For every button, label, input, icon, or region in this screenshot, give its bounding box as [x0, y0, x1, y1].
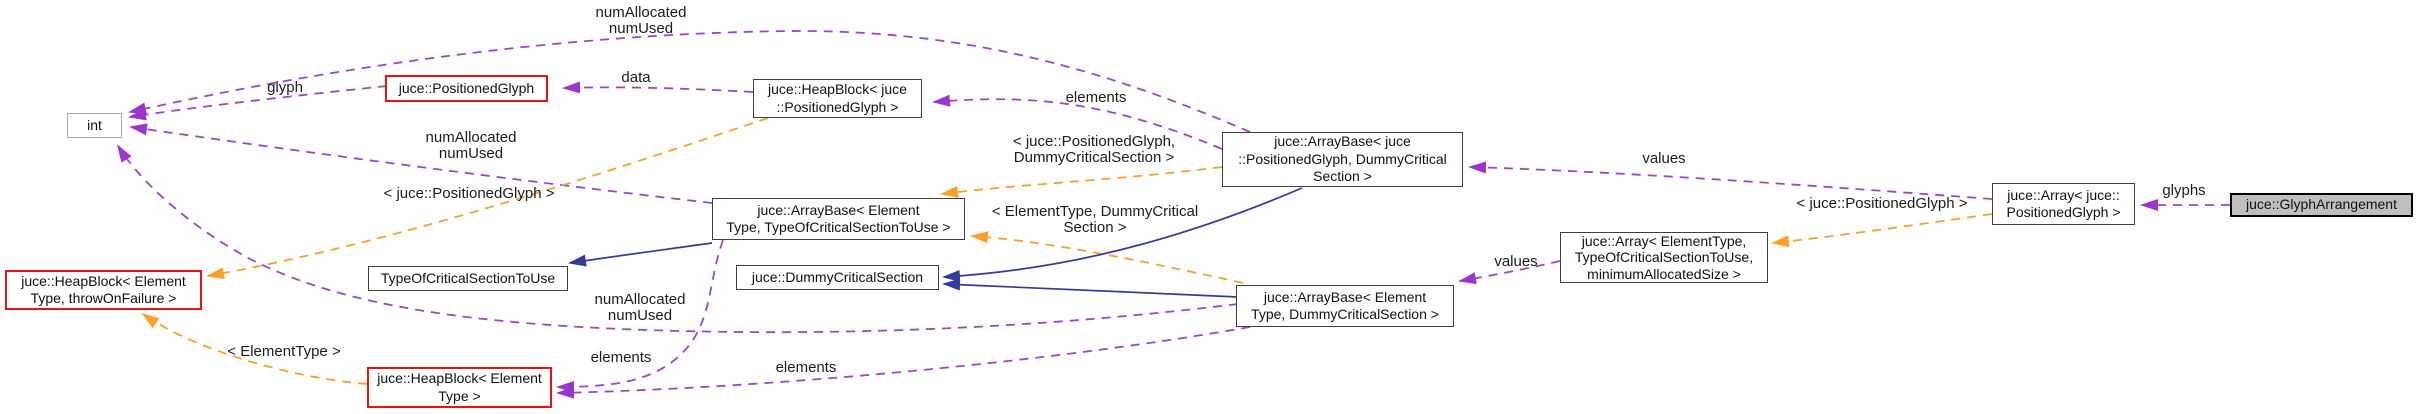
edge-label-numallocated-top: numAllocated numUsed	[595, 4, 687, 37]
node-heapblock-et-throw[interactable]: juce::HeapBlock< Element Type, throwOnFa…	[5, 270, 202, 310]
edge-template-heapblock-et	[141, 312, 368, 385]
edge-numallocated-left	[129, 123, 713, 204]
node-arraybase-pg-dummy[interactable]: juce::ArrayBase< juce ::PositionedGlyph,…	[1222, 132, 1463, 187]
edge-template-array	[1771, 213, 1993, 248]
edge-label-template-et-dummy: < ElementType, DummyCritical Section >	[991, 203, 1199, 236]
node-type-of-critical-section-to-use[interactable]: TypeOfCriticalSectionToUse	[368, 266, 568, 291]
edge-label-elements-left: elements	[590, 349, 652, 366]
edge-values-top	[1468, 161, 1993, 200]
edge-label-glyph: glyph	[267, 79, 303, 96]
node-glyph-arrangement: juce::GlyphArrangement	[2230, 193, 2413, 217]
edge-label-numallocated-bottom: numAllocated numUsed	[594, 291, 686, 324]
node-dummy-critical-section[interactable]: juce::DummyCriticalSection	[736, 265, 939, 290]
edge-label-numallocated-left: numAllocated numUsed	[425, 129, 517, 162]
edge-label-elements-right: elements	[775, 359, 837, 376]
edge-inherit-tocs	[568, 242, 713, 267]
edge-label-values-bottom: values	[1494, 253, 1538, 270]
edge-label-values-top: values	[1642, 150, 1686, 167]
edge-label-elements-top: elements	[1065, 89, 1127, 106]
edge-label-template-pg-right: < juce::PositionedGlyph >	[1796, 195, 1968, 212]
edge-elements-top	[932, 94, 1223, 150]
edge-elements-left	[556, 239, 724, 393]
node-positioned-glyph[interactable]: juce::PositionedGlyph	[385, 75, 548, 102]
edge-elements-right	[556, 326, 1251, 399]
node-heapblock-positioned-glyph[interactable]: juce::HeapBlock< juce ::PositionedGlyph …	[753, 79, 922, 118]
node-heapblock-et[interactable]: juce::HeapBlock< Element Type >	[367, 367, 552, 408]
edge-template-arraybase-pg	[940, 166, 1223, 198]
node-array-et[interactable]: juce::Array< ElementType, TypeOfCritical…	[1560, 232, 1768, 283]
edge-label-glyphs: glyphs	[2162, 182, 2206, 199]
edge-label-data: data	[621, 69, 651, 86]
edge-label-template-et: < ElementType >	[227, 343, 341, 360]
node-arraybase-et-tocs[interactable]: juce::ArrayBase< Element Type, TypeOfCri…	[712, 198, 965, 240]
edge-glyph	[128, 85, 388, 121]
edge-template-heapblock-pg	[206, 117, 769, 280]
edge-data	[562, 81, 754, 94]
edge-inherit-dummy-2	[942, 278, 1239, 298]
node-array-pg[interactable]: juce::Array< juce:: PositionedGlyph >	[1992, 183, 2135, 225]
edge-template-arraybase-et	[970, 231, 1244, 284]
edge-label-template-pg-left: < juce::PositionedGlyph >	[383, 185, 555, 202]
node-arraybase-et-dummy[interactable]: juce::ArrayBase< Element Type, DummyCrit…	[1236, 285, 1454, 327]
node-int: int	[67, 113, 122, 138]
edge-inherit-dummy-1	[942, 187, 1303, 282]
edge-numallocated-top	[128, 30, 1251, 133]
edge-label-template-pg-dummy: < juce::PositionedGlyph, DummyCriticalSe…	[1012, 133, 1176, 166]
